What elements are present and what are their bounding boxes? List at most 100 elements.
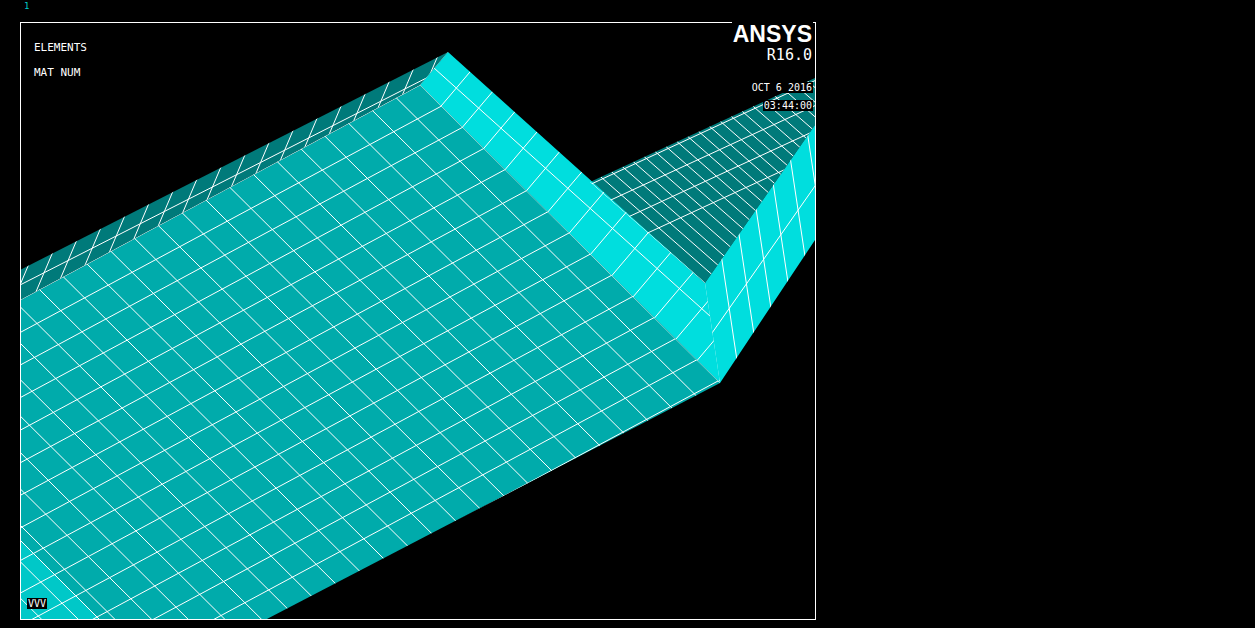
mesh-line — [21, 23, 733, 619]
mesh-line — [109, 150, 171, 297]
mesh-line — [694, 214, 730, 451]
mesh-line — [579, 177, 734, 360]
mesh-line — [436, 105, 815, 501]
mesh-line — [643, 23, 815, 405]
mesh-line — [669, 257, 815, 440]
mesh-line — [21, 23, 815, 619]
mesh-line — [356, 23, 511, 160]
mesh-line — [676, 23, 815, 390]
mesh-line — [687, 23, 815, 385]
mesh-line — [21, 23, 815, 619]
mesh-line — [621, 23, 815, 416]
mesh-line — [729, 165, 765, 402]
mesh-line — [21, 23, 815, 619]
mesh-line — [133, 138, 195, 285]
mesh-line — [21, 24, 815, 619]
mesh-line — [21, 23, 815, 619]
mesh-line — [21, 23, 677, 619]
mesh-line — [205, 101, 267, 248]
mesh-line — [21, 23, 605, 619]
mesh-line — [229, 89, 291, 236]
mesh-line — [85, 162, 147, 309]
mesh-line — [599, 30, 815, 426]
mesh-line — [21, 23, 796, 619]
mesh-line — [21, 23, 815, 619]
mesh-line — [237, 87, 815, 423]
mesh-line — [21, 23, 815, 619]
mesh-line — [646, 237, 801, 420]
mesh-line — [21, 23, 629, 619]
mesh-line — [711, 190, 747, 427]
plot-type-label: MAT NUM — [33, 67, 81, 79]
mesh-line — [21, 23, 815, 619]
mesh-line — [21, 23, 653, 619]
mesh-line — [21, 23, 815, 619]
mesh-line — [21, 211, 51, 358]
mesh-line — [746, 141, 782, 378]
mesh-line — [21, 23, 815, 619]
mesh-line — [21, 23, 815, 619]
mesh-line — [21, 23, 815, 619]
mesh-line — [557, 157, 712, 340]
mesh-line — [21, 67, 815, 619]
mesh-line — [21, 23, 815, 619]
mesh-line — [534, 60, 815, 456]
mesh-line — [512, 70, 815, 466]
mesh-line — [350, 28, 412, 175]
mesh-line — [21, 23, 815, 619]
mesh-line — [21, 45, 815, 619]
mesh-line — [665, 23, 815, 395]
view-label: VVV — [27, 598, 47, 609]
mesh-line — [21, 23, 815, 619]
mesh-line — [815, 42, 816, 279]
mesh-line — [21, 23, 724, 619]
edge-line — [21, 540, 100, 619]
time-label: 03:44:00 — [763, 100, 813, 111]
mesh-line — [21, 23, 815, 619]
mesh-line — [21, 23, 815, 619]
viewport-frame — [21, 23, 816, 620]
mesh-line — [490, 97, 645, 280]
mesh-line — [21, 23, 815, 619]
mesh-line — [334, 23, 489, 139]
mesh-line — [21, 224, 27, 371]
mesh-line — [468, 77, 623, 260]
mesh-line — [21, 23, 815, 619]
mesh-line — [379, 23, 534, 180]
mesh-line — [21, 23, 701, 619]
mesh-line — [480, 85, 815, 481]
mesh-line — [21, 23, 815, 619]
mesh-line — [446, 57, 601, 240]
mesh-line — [21, 23, 582, 619]
plot-type-label: ELEMENTS — [33, 42, 88, 54]
mesh-line — [302, 52, 364, 199]
mesh-line — [21, 23, 815, 619]
mesh-line — [21, 23, 815, 619]
mesh-line — [21, 23, 558, 619]
mesh-line — [398, 23, 460, 150]
mesh-line — [677, 239, 713, 476]
mesh-line — [21, 23, 815, 619]
mesh-line — [21, 151, 815, 619]
mesh-line — [21, 23, 815, 619]
mesh-line — [237, 23, 815, 348]
mesh-line — [21, 23, 815, 619]
mesh-line — [21, 23, 815, 619]
mesh-line — [540, 87, 815, 578]
mesh-line — [21, 23, 772, 619]
mesh-line — [610, 25, 815, 421]
mesh-line — [632, 23, 815, 410]
mesh-line — [61, 175, 123, 322]
mesh-line — [21, 23, 815, 619]
mesh-line — [21, 23, 815, 619]
mesh-line — [21, 23, 815, 619]
mesh-line — [21, 23, 748, 619]
mesh-line — [21, 23, 815, 619]
mesh-line — [545, 55, 815, 451]
mesh-line — [21, 23, 815, 619]
mesh-line — [21, 23, 815, 619]
mesh-line — [567, 45, 815, 441]
wall-face — [420, 52, 815, 383]
